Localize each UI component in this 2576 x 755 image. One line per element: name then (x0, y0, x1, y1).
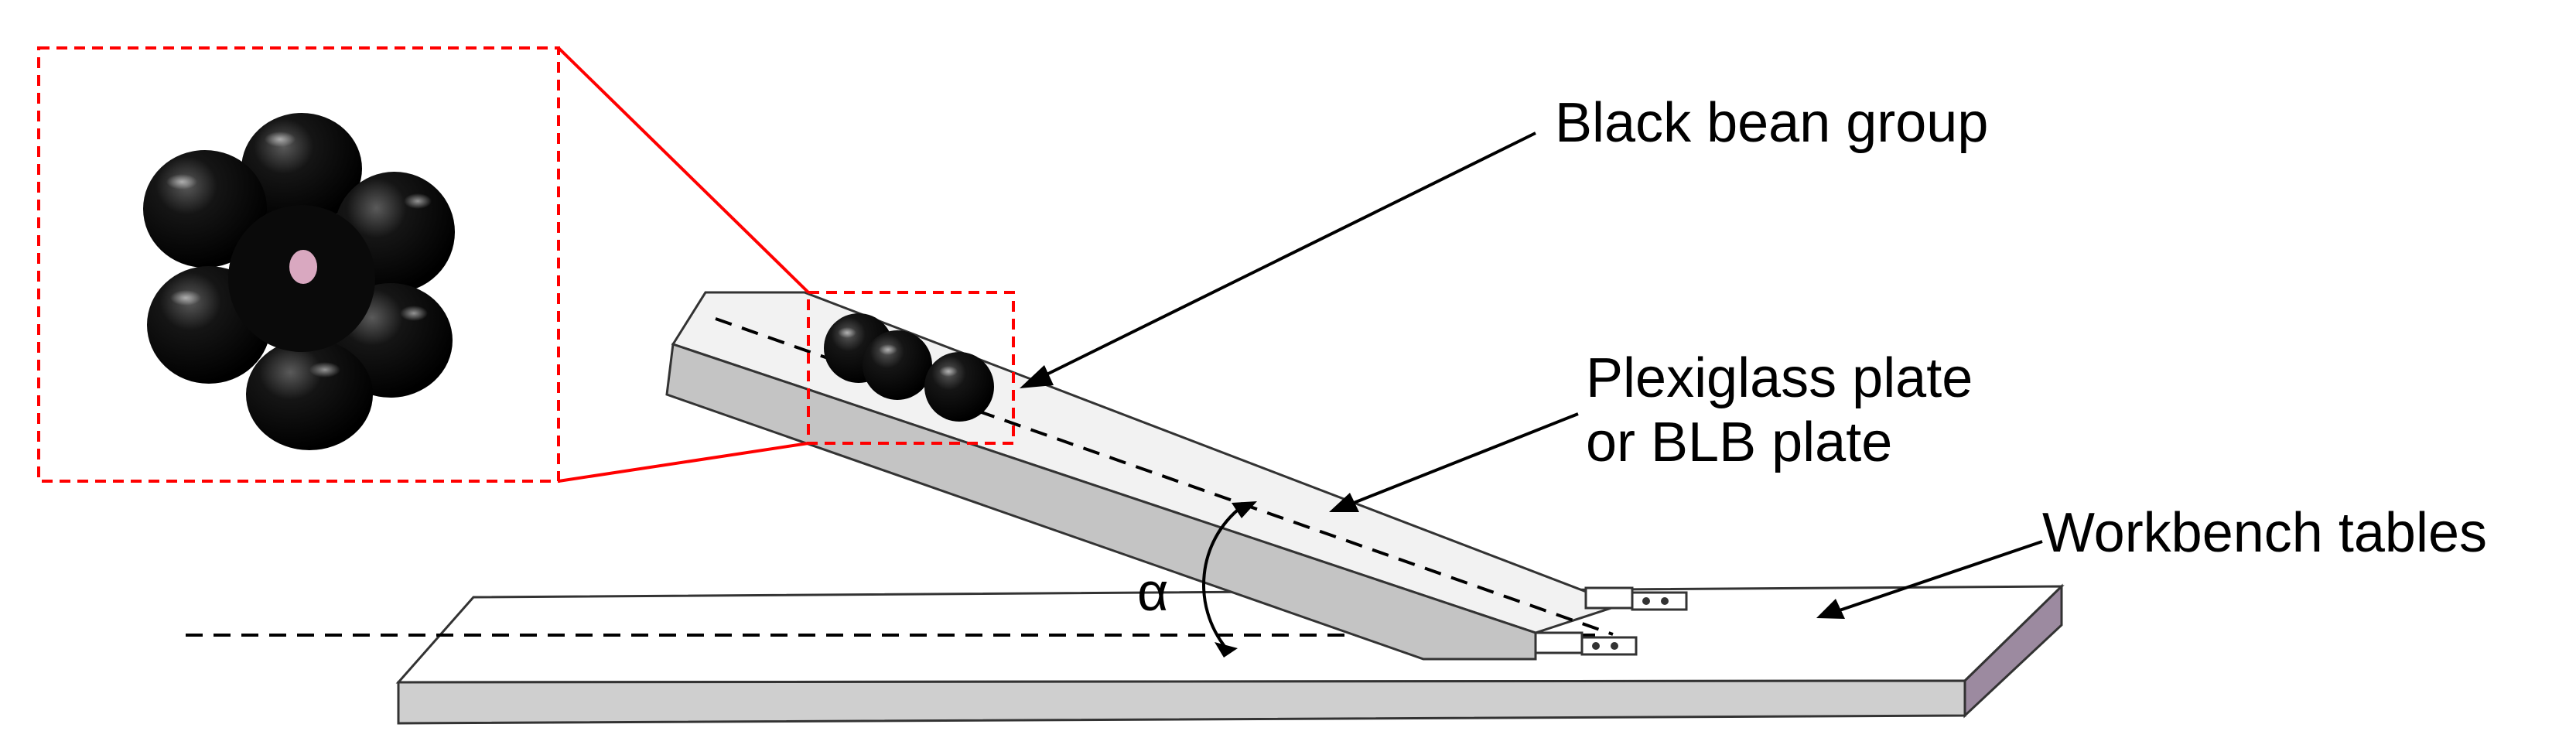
table-end-face (1963, 583, 2063, 719)
angle-arrow-bottom-icon (1215, 642, 1238, 658)
label-angle-alpha: α (1137, 562, 1169, 622)
label-plate: Plexiglass plate or BLB plate (1586, 347, 1973, 475)
label-workbench: Workbench tables (2042, 502, 2487, 564)
table-front-face (397, 679, 1966, 725)
angle-indicator (1202, 501, 1257, 658)
arrow-plate-head-icon (1329, 493, 1359, 512)
arrow-bean-group (1040, 132, 1536, 379)
arrow-plate (1349, 412, 1579, 506)
label-black-bean-group: Black bean group (1555, 92, 1989, 154)
plate-side-face (665, 342, 1537, 661)
plate-centerline (715, 317, 1614, 636)
label-plate-line2: or BLB plate (1586, 411, 1893, 473)
angle-arrow-top-icon (1232, 501, 1257, 518)
zoom-connector-top (557, 46, 810, 294)
arrow-workbench-head-icon (1816, 599, 1845, 619)
hinge-clamp-icon (1534, 586, 1688, 656)
zoomed-bean-group (143, 113, 455, 450)
zoom-connector-bottom (558, 442, 809, 483)
label-plate-line1: Plexiglass plate (1586, 347, 1973, 409)
leader-arrows (1020, 132, 2043, 619)
workbench-table (395, 583, 2065, 725)
arrow-bean-group-head-icon (1020, 365, 1054, 388)
arrow-workbench (1836, 540, 2043, 613)
bean-group-on-plate (824, 313, 994, 422)
